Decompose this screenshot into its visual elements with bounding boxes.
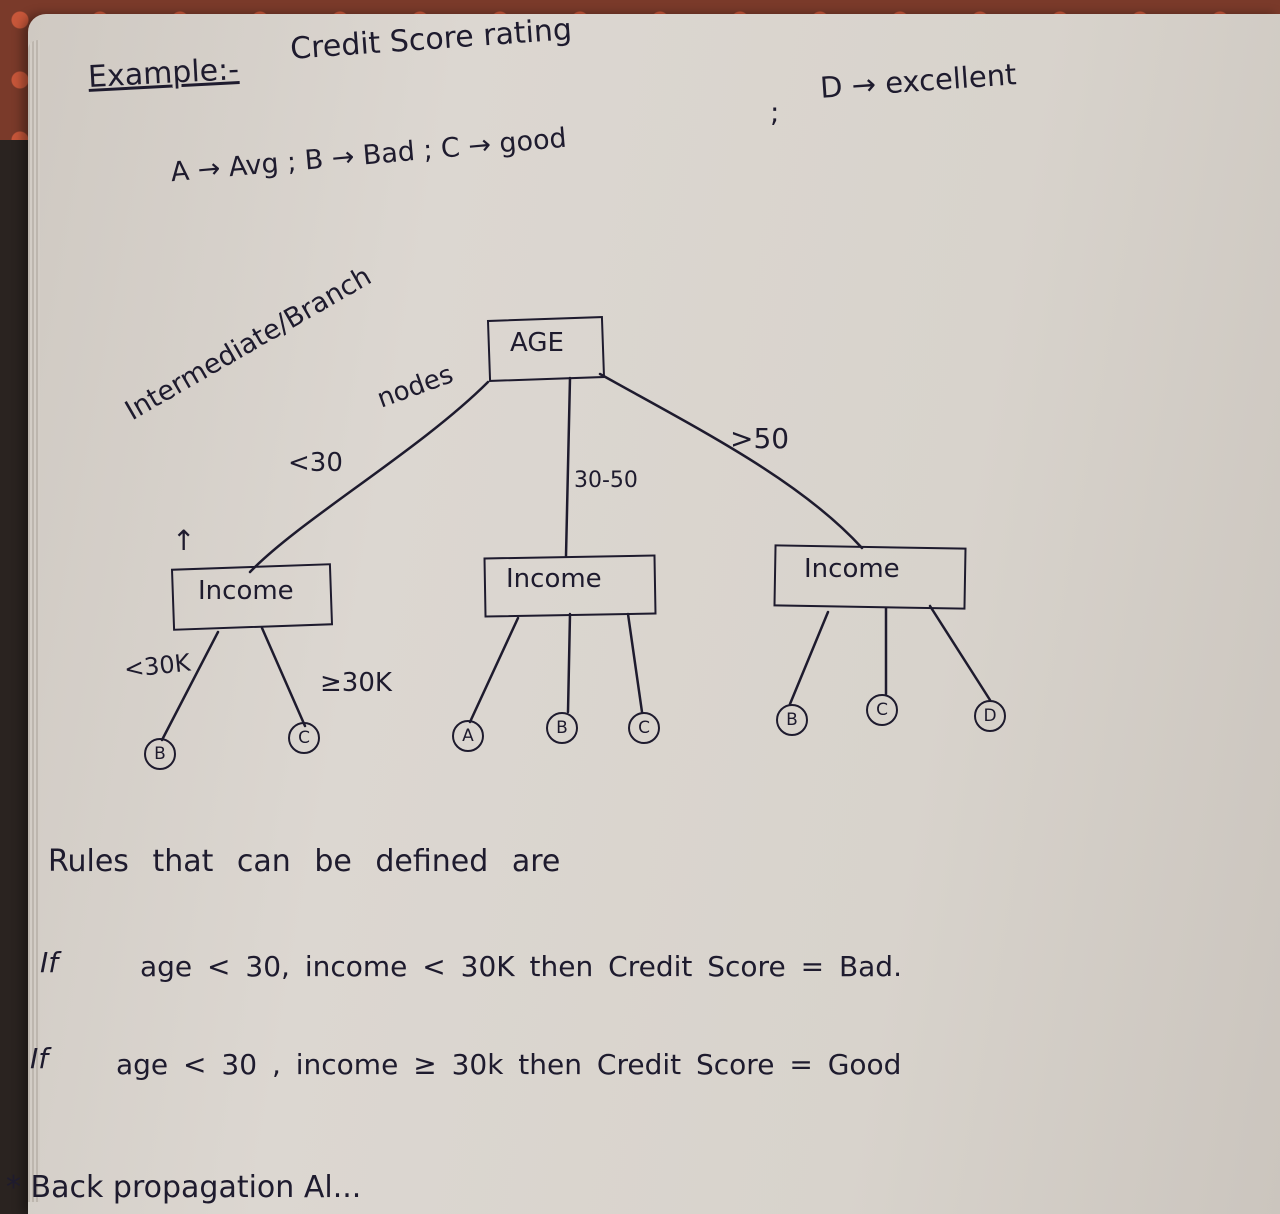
income-label-right: Income <box>804 554 900 584</box>
edge-mid-c <box>626 612 644 714</box>
leaf-left-2: C <box>288 722 320 754</box>
income-label-left: Income <box>198 576 294 606</box>
rule2-if: If <box>30 1042 49 1075</box>
leaf-left-1: B <box>144 738 176 770</box>
branch-middle-label: 30-50 <box>574 468 638 493</box>
branch-left-label: <30 <box>288 448 343 478</box>
edge-left-low <box>160 630 220 742</box>
edge-right-b <box>788 610 830 706</box>
edge-left-high <box>260 626 307 728</box>
leaf-middle-3: C <box>628 712 660 744</box>
edge-mid-b <box>566 612 572 714</box>
edge-mid-a <box>468 616 520 724</box>
leaf-middle-2: B <box>546 712 578 744</box>
footer-partial: * Back propagation Al... <box>6 1170 362 1205</box>
leaf-right-2: C <box>866 694 898 726</box>
root-label: AGE <box>510 328 564 358</box>
edge-root-left <box>248 380 490 574</box>
edge-root-middle <box>564 376 572 558</box>
edge-root-right <box>598 372 864 550</box>
leaf-right-3: D <box>974 700 1006 732</box>
page-stack-edge <box>28 40 40 1202</box>
branch-right-label: >50 <box>730 422 790 455</box>
leaf-right-1: B <box>776 704 808 736</box>
income-label-middle: Income <box>506 564 602 594</box>
annotation-arrow: ↑ <box>172 524 196 557</box>
leaf-middle-1: A <box>452 720 484 752</box>
rule1-text: age < 30, income < 30K then Credit Score… <box>140 950 902 983</box>
rule2-text: age < 30 , income ≥ 30k then Credit Scor… <box>116 1048 902 1081</box>
edge-label-high: ≥30K <box>320 668 392 698</box>
rule1-if: If <box>40 946 59 979</box>
legend-separator: ; <box>770 96 780 129</box>
edge-right-d <box>928 604 992 702</box>
notebook-page <box>28 14 1280 1214</box>
rules-heading: Rules that can be defined are <box>48 844 561 879</box>
